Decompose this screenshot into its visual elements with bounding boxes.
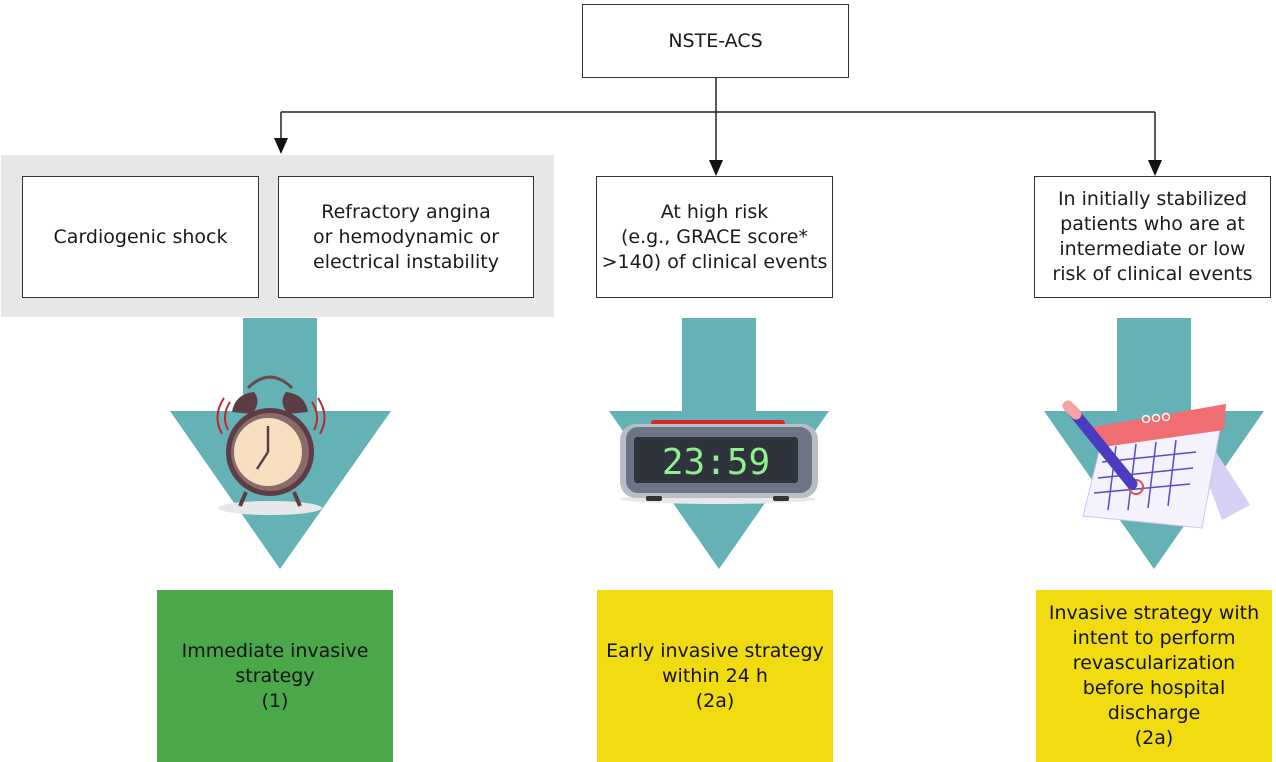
criterion-label: Cardiogenic shock xyxy=(53,225,228,248)
outcome-immediate-invasive: Immediate invasive strategy (1) xyxy=(157,590,393,762)
arrowhead-right xyxy=(1148,160,1162,176)
criterion-label: In initially stabilized patients who are… xyxy=(1052,188,1253,285)
criterion-high-risk: At high risk (e.g., GRACE score* >140) o… xyxy=(596,176,833,298)
outcome-label: Invasive strategy with intent to perform… xyxy=(1048,602,1260,749)
criterion-label: Refractory angina or hemodynamic or elec… xyxy=(312,200,500,273)
outcome-early-invasive: Early invasive strategy within 24 h (2a) xyxy=(597,590,833,762)
root-node: NSTE-ACS xyxy=(582,4,849,78)
outcome-label: Immediate invasive strategy (1) xyxy=(181,639,369,712)
root-label: NSTE-ACS xyxy=(668,29,763,52)
teal-arrow-middle xyxy=(609,318,829,569)
criterion-label: At high risk (e.g., GRACE score* >140) o… xyxy=(601,200,828,273)
criterion-refractory-angina: Refractory angina or hemodynamic or elec… xyxy=(278,176,534,298)
teal-arrow-right xyxy=(1044,318,1264,569)
teal-arrow-left xyxy=(170,318,391,569)
criterion-cardiogenic-shock: Cardiogenic shock xyxy=(22,176,259,298)
criterion-intermediate-low-risk: In initially stabilized patients who are… xyxy=(1034,176,1271,298)
outcome-label: Early invasive strategy within 24 h (2a) xyxy=(606,639,824,712)
arrowhead-left xyxy=(274,138,288,154)
outcome-invasive-before-discharge: Invasive strategy with intent to perform… xyxy=(1036,590,1272,762)
arrowhead-middle xyxy=(709,160,723,176)
